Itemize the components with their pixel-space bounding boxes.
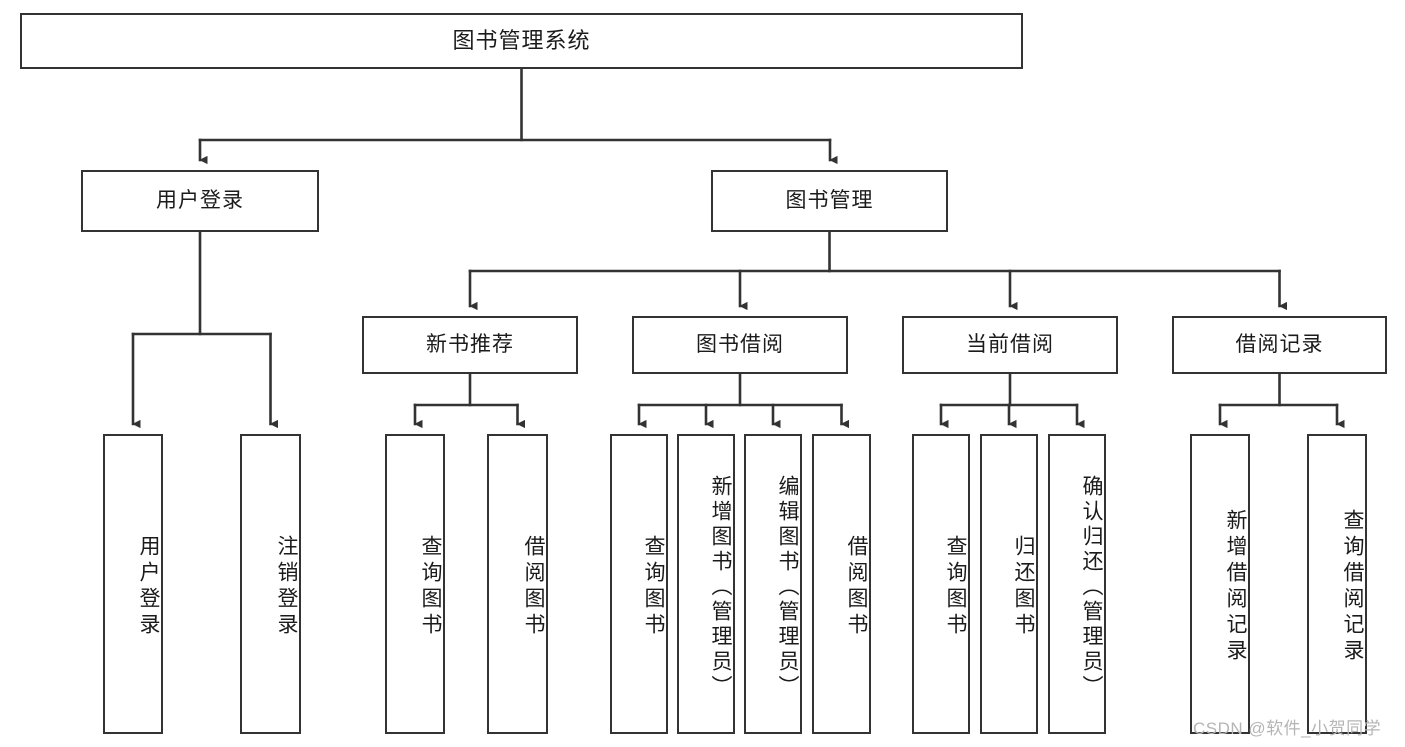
watermark-label: CSDN @软件_小贺同学 bbox=[1193, 719, 1382, 738]
leaf-add-book-admin[interactable]: 新增图书（管理员） bbox=[677, 434, 735, 734]
node-borrow-record[interactable]: 借阅记录 bbox=[1172, 316, 1387, 374]
leaf-borrow-book-borrow[interactable]: 借阅图书 bbox=[812, 434, 871, 734]
node-current-borrow[interactable]: 当前借阅 bbox=[902, 316, 1118, 374]
leaf-edit-book-admin[interactable]: 编辑图书（管理员） bbox=[744, 434, 802, 734]
node-book-manage[interactable]: 图书管理 bbox=[711, 170, 948, 232]
leaf-borrow-book-recommend[interactable]: 借阅图书 bbox=[487, 434, 548, 734]
node-new-book-recommend[interactable]: 新书推荐 bbox=[362, 316, 578, 374]
node-user-login[interactable]: 用户登录 bbox=[81, 170, 319, 232]
node-book-borrow[interactable]: 图书借阅 bbox=[632, 316, 848, 374]
node-root-system[interactable]: 图书管理系统 bbox=[20, 13, 1023, 69]
leaf-query-borrow-record[interactable]: 查询借阅记录 bbox=[1307, 434, 1367, 734]
leaf-logout-login[interactable]: 注销登录 bbox=[240, 434, 301, 734]
leaf-return-book[interactable]: 归还图书 bbox=[980, 434, 1038, 734]
leaf-query-book-current[interactable]: 查询图书 bbox=[912, 434, 970, 734]
leaf-query-book-recommend[interactable]: 查询图书 bbox=[385, 434, 445, 734]
leaf-confirm-return-admin[interactable]: 确认归还（管理员） bbox=[1048, 434, 1106, 734]
leaf-user-login[interactable]: 用户登录 bbox=[103, 434, 163, 734]
leaf-query-book-borrow[interactable]: 查询图书 bbox=[610, 434, 668, 734]
leaf-add-borrow-record[interactable]: 新增借阅记录 bbox=[1190, 434, 1250, 734]
